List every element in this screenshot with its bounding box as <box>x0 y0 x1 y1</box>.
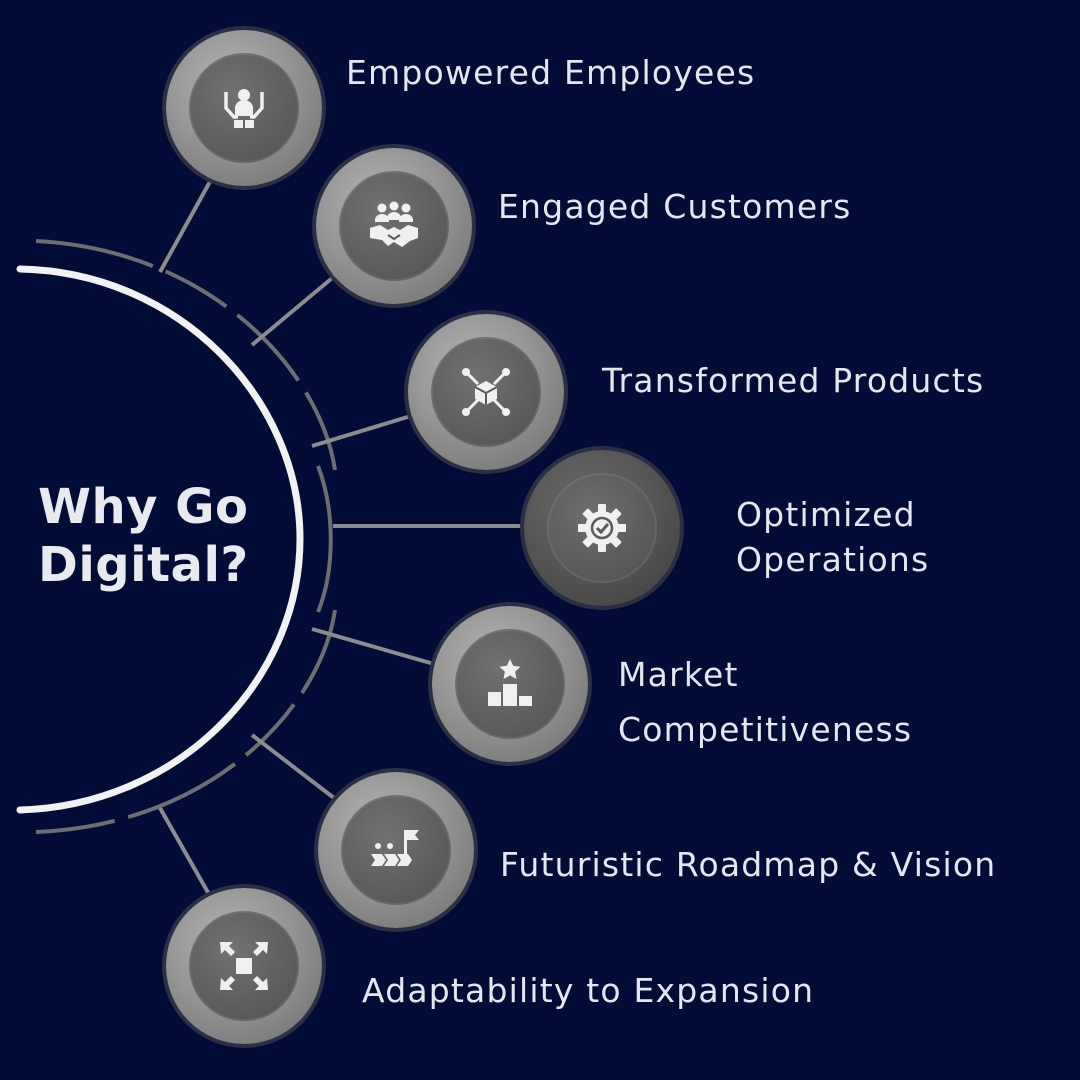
label-optimized-operations: Optimized Operations <box>736 492 929 582</box>
spoke-2 <box>250 272 339 347</box>
label-futuristic-roadmap: Futuristic Roadmap & Vision <box>500 845 997 884</box>
people-support-icon <box>224 89 264 128</box>
label-engaged-customers: Engaged Customers <box>498 187 852 226</box>
center-title: Why Go Digital? <box>38 478 298 594</box>
label-market-competitiveness-line1: Market <box>618 655 739 694</box>
label-optimized-operations-line2: Operations <box>736 540 930 579</box>
roadmap-flag-icon <box>371 830 419 866</box>
podium-star-icon <box>488 659 532 706</box>
label-empowered-employees: Empowered Employees <box>346 53 756 92</box>
node-market-competitiveness <box>432 606 588 762</box>
spoke-5 <box>311 627 435 666</box>
label-transformed-products: Transformed Products <box>602 361 985 400</box>
node-adaptability-expansion <box>166 888 322 1044</box>
label-optimized-operations-line1: Optimized <box>736 495 916 534</box>
node-futuristic-roadmap <box>318 772 474 928</box>
spoke-3 <box>311 413 415 448</box>
spoke-1 <box>158 177 214 273</box>
node-optimized-operations <box>524 450 680 606</box>
spoke-7 <box>158 807 212 897</box>
label-market-competitiveness-line2: Competitiveness <box>618 710 913 749</box>
handshake-icon <box>370 201 418 247</box>
node-empowered-employees <box>166 30 322 186</box>
node-engaged-customers <box>316 148 472 304</box>
label-adaptability-expansion: Adaptability to Expansion <box>362 971 815 1010</box>
outer-arc-bottom <box>35 609 337 834</box>
expand-arrows-icon <box>220 942 268 990</box>
spoke-6 <box>250 733 336 800</box>
outer-arc-top <box>35 239 337 471</box>
gear-check-icon <box>578 504 626 552</box>
center-title-line2: Digital? <box>38 537 249 593</box>
label-market-competitiveness: Market Competitiveness <box>618 652 912 752</box>
outer-arc-mid <box>316 465 333 613</box>
center-title-line1: Why Go <box>38 479 249 535</box>
network-cube-icon <box>462 368 510 416</box>
main-arc <box>16 265 304 814</box>
node-transformed-products <box>408 314 564 470</box>
